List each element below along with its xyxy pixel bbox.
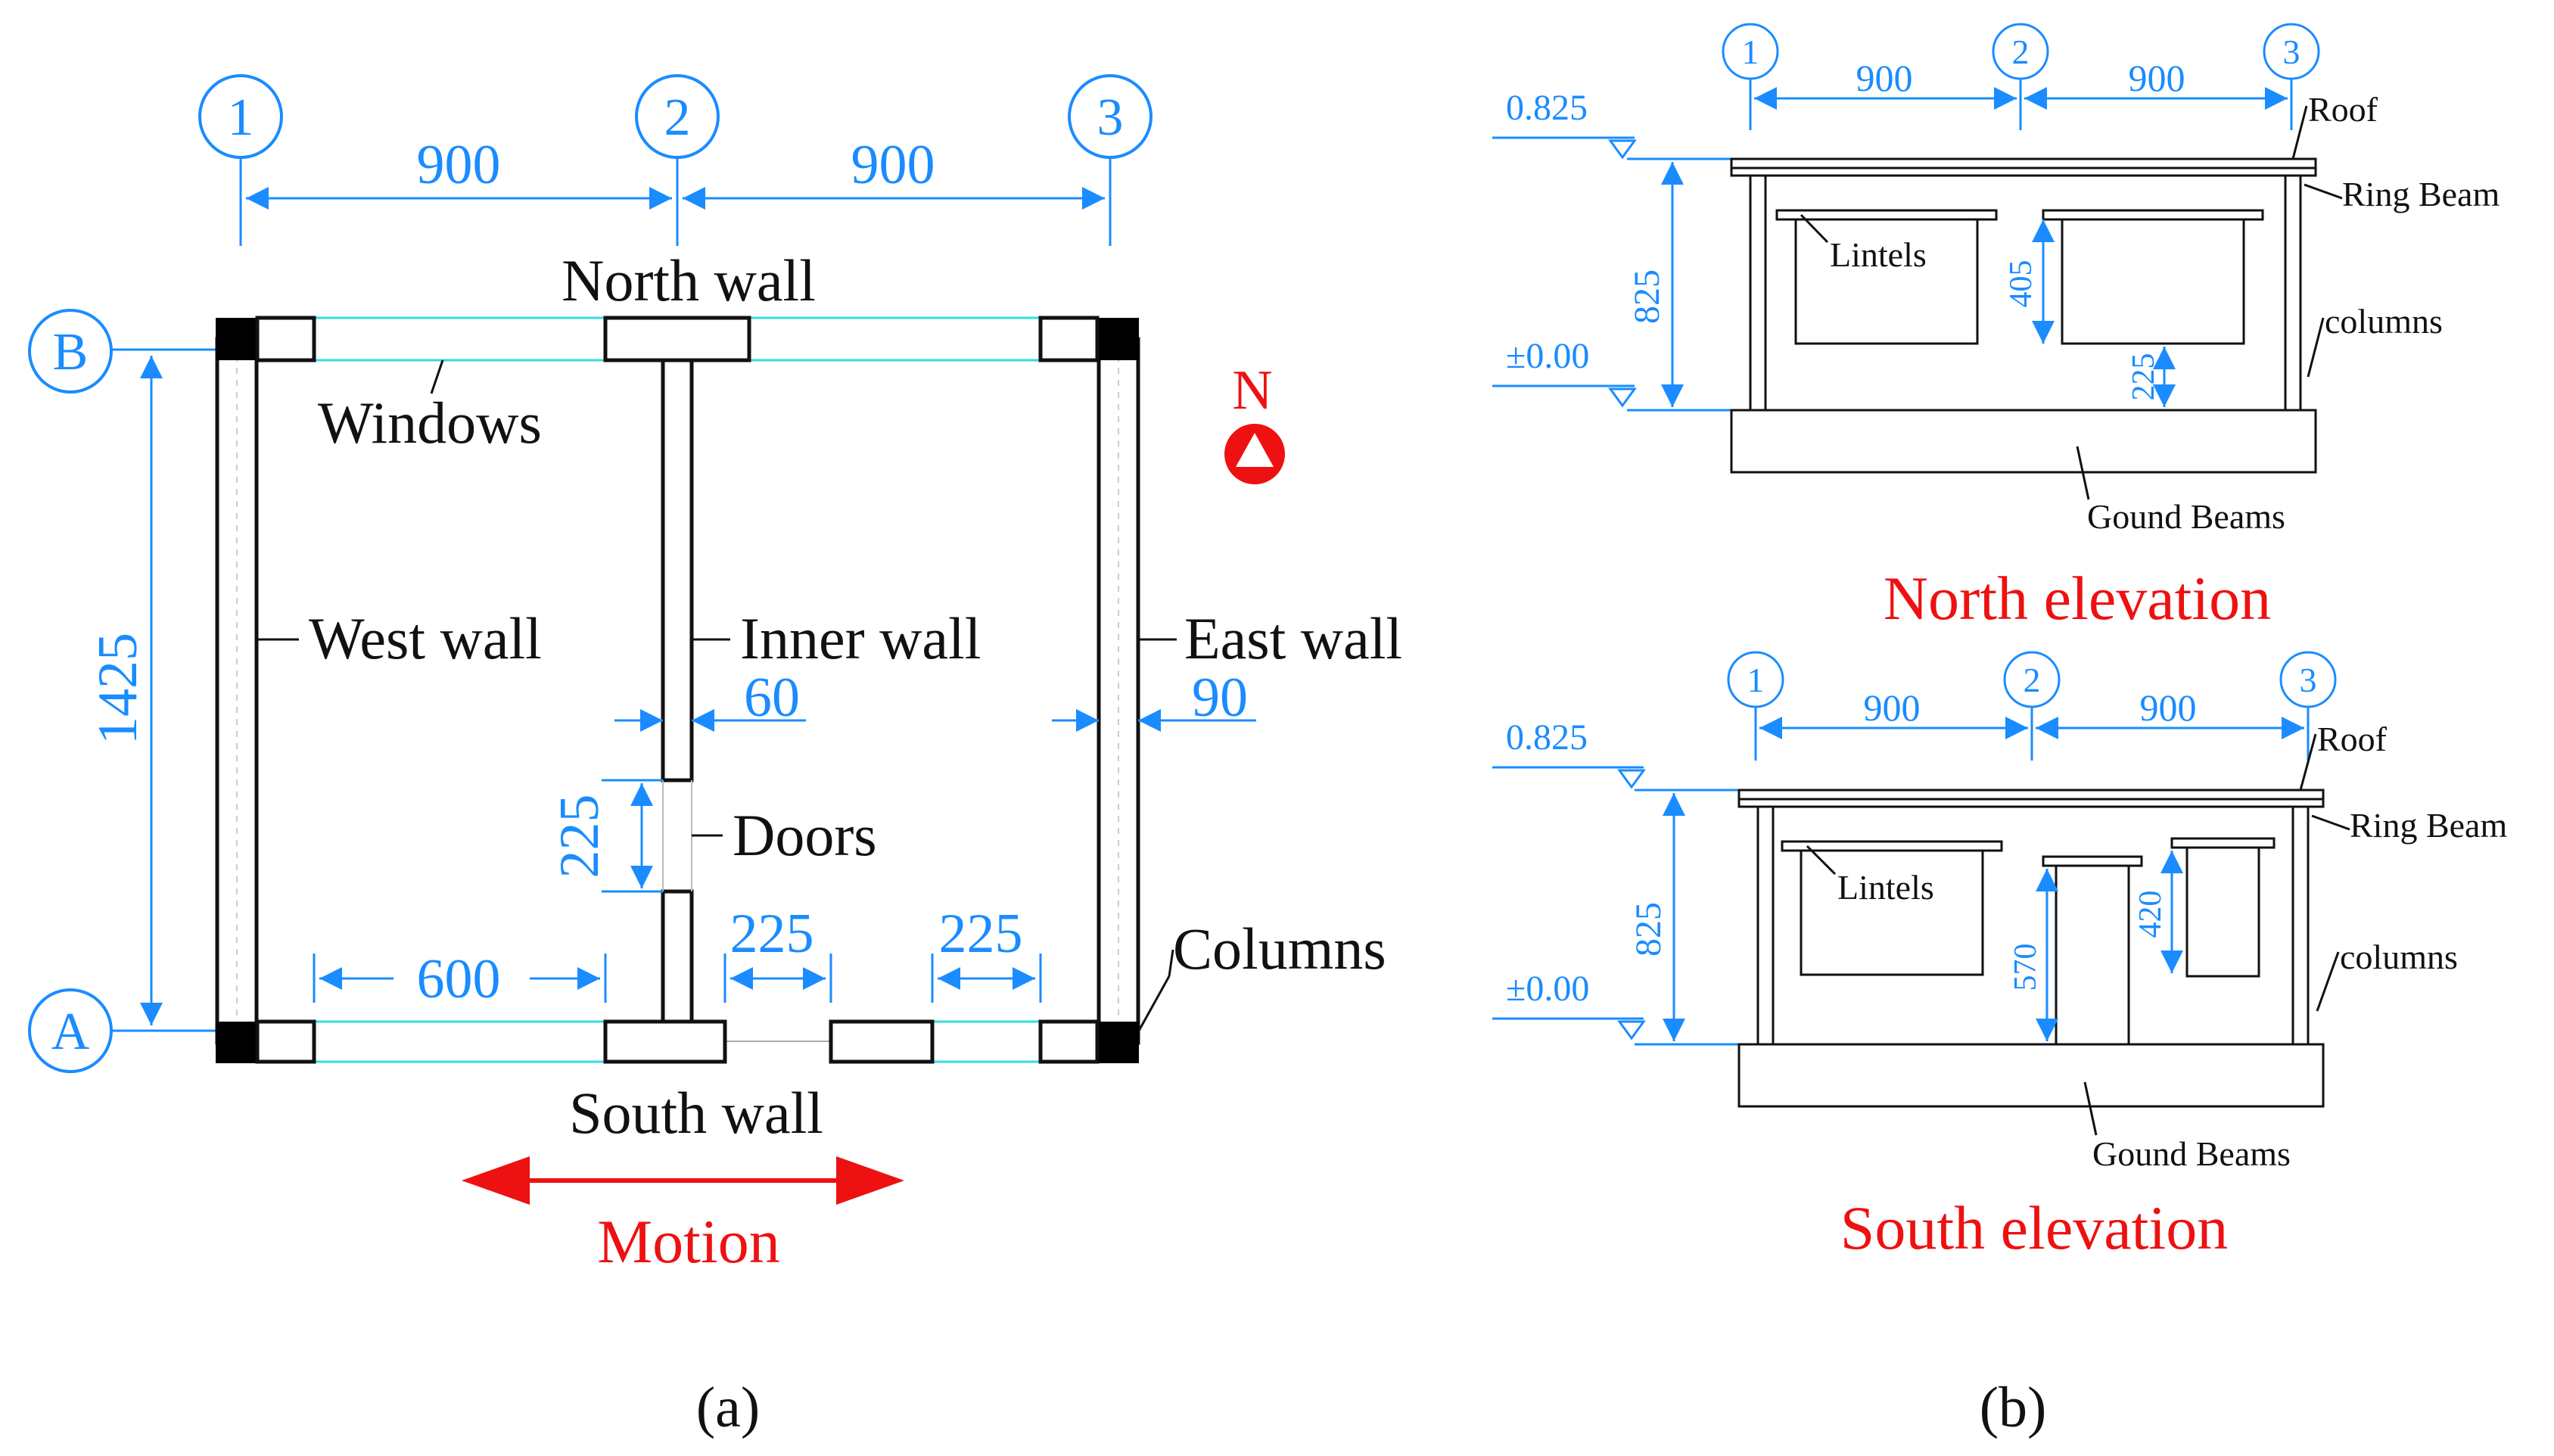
motion-arrow-icon bbox=[462, 1156, 904, 1205]
column-se bbox=[1097, 1022, 1139, 1063]
elev-s-level-top: 0.825 bbox=[1506, 717, 1588, 758]
elev-s-door-height: 570 bbox=[2008, 944, 2043, 991]
windows-label: Windows bbox=[318, 390, 542, 456]
elev-s-columns-label: columns bbox=[2340, 938, 2458, 976]
elev-s-window-height: 420 bbox=[2133, 891, 2168, 938]
north-elevation-title: North elevation bbox=[1884, 564, 2271, 633]
panel-label-a: (a) bbox=[696, 1376, 760, 1439]
elev-s-span-12: 900 bbox=[1864, 686, 1921, 729]
motion-label: Motion bbox=[597, 1207, 779, 1276]
west-wall-label: West wall bbox=[309, 605, 542, 671]
elev-n-level-top: 0.825 bbox=[1506, 88, 1588, 128]
elev-n-columns-label: columns bbox=[2325, 302, 2443, 341]
axis-label: 2 bbox=[664, 89, 691, 147]
axis-bubble-1: 1 bbox=[198, 74, 283, 159]
svg-text:3: 3 bbox=[2300, 661, 2317, 699]
south-elevation-title: South elevation bbox=[1840, 1193, 2228, 1262]
elev-s-roof-label: Roof bbox=[2317, 720, 2388, 758]
axis-label: 1 bbox=[228, 89, 254, 147]
elev-n-ring-beam-label: Ring Beam bbox=[2342, 175, 2500, 213]
svg-text:2: 2 bbox=[2012, 33, 2030, 71]
dim-inner-thickness: 60 bbox=[744, 667, 800, 729]
elev-n-window-height: 405 bbox=[2004, 260, 2039, 308]
svg-text:1: 1 bbox=[1742, 33, 1759, 71]
svg-text:3: 3 bbox=[2283, 33, 2300, 71]
elev-n-roof-label: Roof bbox=[2308, 90, 2378, 129]
column-sw bbox=[216, 1022, 257, 1063]
svg-text:B: B bbox=[53, 323, 89, 381]
elev-s-level-bottom: ±0.00 bbox=[1506, 969, 1589, 1009]
dim-span-12: 900 bbox=[417, 134, 501, 196]
north-wall-label: North wall bbox=[562, 247, 816, 313]
elev-n-span-12: 900 bbox=[1856, 57, 1913, 99]
dim-door-width-1: 225 bbox=[730, 903, 814, 965]
north-arrow-icon bbox=[1224, 424, 1285, 484]
north-elevation: 1 2 3 900 900 0.825 ±0.00 825 bbox=[1492, 23, 2500, 633]
elev-s-ring-beam-label: Ring Beam bbox=[2350, 806, 2507, 845]
axis-label: 3 bbox=[1097, 89, 1124, 147]
axis-bubble-3: 3 bbox=[1068, 74, 1153, 159]
columns-label: Columns bbox=[1173, 916, 1386, 982]
elev-n-axis-1: 1 bbox=[1722, 23, 1779, 80]
elev-s-ground-beams-label: Gound Beams bbox=[2092, 1134, 2291, 1173]
column-ne bbox=[1097, 318, 1139, 360]
axis-bubble-B: B bbox=[28, 309, 113, 394]
elev-n-span-23: 900 bbox=[2129, 57, 2185, 99]
elev-n-level-bottom: ±0.00 bbox=[1506, 336, 1589, 376]
inner-wall-label: Inner wall bbox=[740, 605, 981, 671]
axis-bubble-2: 2 bbox=[635, 74, 720, 159]
elev-n-axis-3: 3 bbox=[2263, 23, 2320, 80]
east-wall-label: East wall bbox=[1184, 605, 1402, 671]
elev-s-axis-1: 1 bbox=[1727, 651, 1784, 708]
dim-door-width-2: 225 bbox=[939, 903, 1023, 965]
elev-n-sill-height: 225 bbox=[2126, 353, 2161, 401]
dim-window-width: 600 bbox=[417, 948, 501, 1010]
elev-s-axis-2: 2 bbox=[2003, 651, 2061, 708]
elev-s-height: 825 bbox=[1629, 902, 1669, 957]
dim-span-23: 900 bbox=[851, 134, 935, 196]
axis-bubble-A: A bbox=[28, 988, 113, 1073]
elev-n-ground-beams-label: Gound Beams bbox=[2087, 497, 2285, 536]
south-elevation: 1 2 3 900 900 0.825 ±0.00 825 bbox=[1492, 651, 2507, 1262]
svg-text:1: 1 bbox=[1747, 661, 1765, 699]
elev-s-lintels-label: Lintels bbox=[1837, 868, 1934, 907]
elev-n-axis-2: 2 bbox=[1992, 23, 2049, 80]
dim-door-height: 225 bbox=[549, 795, 611, 879]
doors-label: Doors bbox=[733, 802, 877, 868]
panel-label-b: (b) bbox=[1980, 1376, 2047, 1439]
plan-view: 1 2 3 900 900 B A 1425 bbox=[28, 74, 1402, 1439]
elev-s-axis-3: 3 bbox=[2279, 651, 2337, 708]
dim-outer-thickness: 90 bbox=[1192, 667, 1248, 729]
column-nw bbox=[216, 318, 257, 360]
svg-text:2: 2 bbox=[2024, 661, 2041, 699]
north-label: N bbox=[1232, 359, 1272, 422]
south-wall-label: South wall bbox=[569, 1080, 823, 1146]
elev-s-span-23: 900 bbox=[2140, 686, 2197, 729]
svg-text:A: A bbox=[51, 1003, 90, 1061]
elev-n-height: 825 bbox=[1627, 269, 1667, 324]
elev-n-lintels-label: Lintels bbox=[1830, 235, 1927, 274]
dim-height-ab: 1425 bbox=[87, 633, 149, 745]
